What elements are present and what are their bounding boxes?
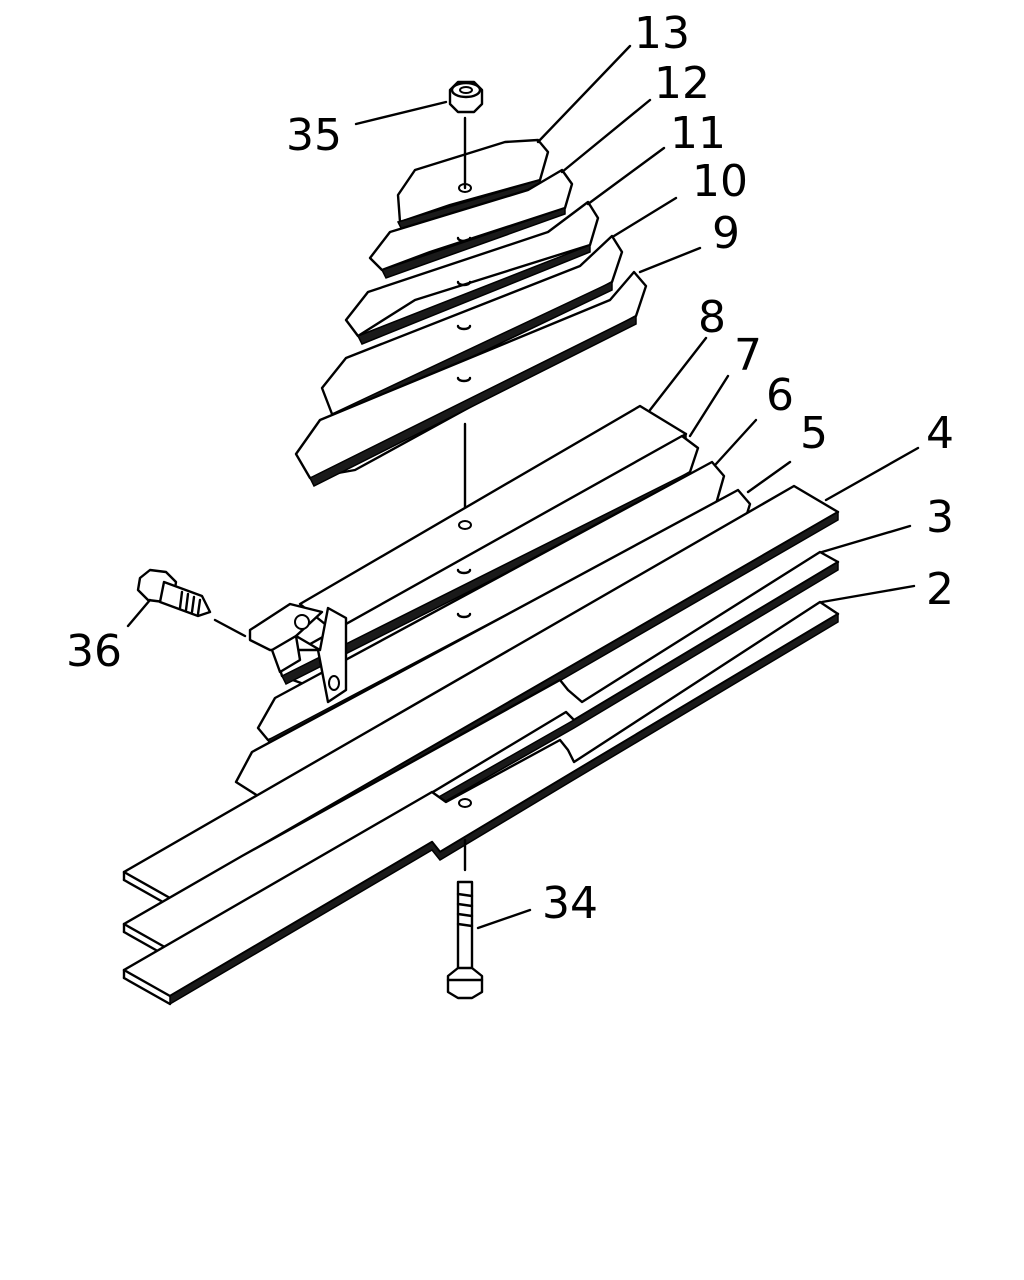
callout-4: 4 — [926, 408, 954, 459]
center-bolt-34 — [446, 880, 484, 1000]
nut-35 — [448, 80, 484, 114]
callout-7: 7 — [734, 330, 762, 381]
callout-34: 34 — [542, 878, 598, 929]
callout-13: 13 — [634, 8, 690, 59]
bolt-36 — [136, 568, 247, 638]
callout-36: 36 — [66, 626, 122, 677]
callout-35: 35 — [286, 110, 342, 161]
leaf-11 — [344, 200, 600, 345]
leaf-13 — [396, 138, 550, 231]
callout-3: 3 — [926, 492, 954, 543]
callout-11: 11 — [670, 108, 726, 159]
callout-9: 9 — [712, 208, 740, 259]
callout-8: 8 — [698, 292, 726, 343]
callout-2: 2 — [926, 564, 954, 615]
leaf-2 — [122, 600, 840, 1006]
callout-10: 10 — [692, 156, 748, 207]
callout-5: 5 — [800, 408, 828, 459]
callout-6: 6 — [766, 370, 794, 421]
spring-eye-bracket — [248, 602, 348, 704]
callout-12: 12 — [654, 58, 710, 109]
leaf-7 — [276, 434, 700, 692]
leaf-9 — [294, 270, 648, 488]
leader-lines — [126, 44, 920, 930]
leaf-12 — [368, 168, 574, 279]
